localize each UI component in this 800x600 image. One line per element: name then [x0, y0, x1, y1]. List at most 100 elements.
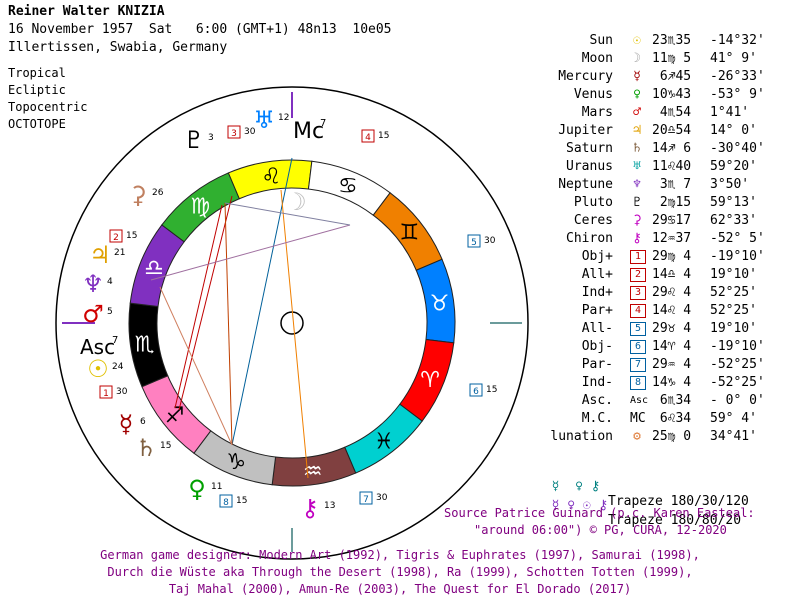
- position-row: Obj- 6 14♈ 4 -19°10': [540, 338, 795, 356]
- body-position: 29♉ 4: [652, 321, 692, 336]
- body-name: All+: [581, 267, 613, 282]
- node-box: [359, 491, 373, 505]
- body-position: 29♍ 4: [652, 249, 692, 264]
- planet-degree: 12: [278, 113, 289, 123]
- body-name: Jupiter: [558, 123, 613, 138]
- planet-glyph-icon: ♀: [188, 475, 206, 503]
- body-latitude: 52°25': [710, 285, 757, 300]
- body-latitude: -19°10': [710, 249, 765, 264]
- sign-sector: [161, 172, 240, 243]
- position-row: Ind- 8 14♑ 4 -52°25': [540, 374, 795, 392]
- planet-glyph-icon: ⚳: [129, 181, 147, 209]
- body-name: lunation: [550, 429, 613, 444]
- planet-glyph-icon: ♄: [135, 434, 157, 462]
- body-glyph-icon: ♆: [633, 177, 641, 192]
- planet-degree: 26: [152, 188, 164, 198]
- house-frame: Topocentric: [8, 100, 88, 114]
- body-glyph-icon: 3: [630, 286, 646, 300]
- body-position: 14♈ 4: [652, 339, 692, 354]
- sign-glyph-icon: ♋: [338, 174, 358, 199]
- source-line-1: Source Patrice Guinard (p.c. Karen Easte…: [444, 506, 755, 520]
- body-latitude: 59°13': [710, 195, 757, 210]
- body-latitude: -14°32': [710, 33, 765, 48]
- chart-name: Reiner Walter KNIZIA: [8, 4, 165, 19]
- body-position: 14♑ 4: [652, 375, 692, 390]
- body-position: 14♎ 4: [652, 267, 692, 282]
- body-latitude: -53° 9': [710, 87, 765, 102]
- planet-degree: 4: [107, 277, 113, 287]
- body-position: 2♍15: [652, 195, 692, 210]
- body-latitude: -26°33': [710, 69, 765, 84]
- body-name: Mercury: [558, 69, 613, 84]
- position-row: Sun☉23♏35-14°32': [540, 32, 795, 50]
- body-position: 11♌40: [652, 159, 692, 174]
- body-latitude: -30°40': [710, 141, 765, 156]
- planet-degree: 13: [324, 501, 335, 511]
- body-latitude: 62°33': [710, 213, 757, 228]
- body-glyph-icon: 8: [630, 376, 646, 390]
- mc-label: Mc: [293, 119, 324, 144]
- body-position: 4♏54: [652, 105, 692, 120]
- aspect-line: [150, 224, 351, 281]
- body-glyph-icon: 6: [630, 340, 646, 354]
- body-position: 6♏34: [652, 393, 692, 408]
- sign-glyph-icon: ♏: [135, 333, 155, 358]
- body-latitude: -52°25': [710, 357, 765, 372]
- node-box: [227, 125, 241, 139]
- body-glyph-icon: Asc: [630, 395, 649, 406]
- body-latitude: 19°10': [710, 267, 757, 282]
- aspect-line: [224, 202, 351, 226]
- body-latitude: -19°10': [710, 339, 765, 354]
- node-box-number: 7: [363, 495, 369, 505]
- body-latitude: -52°25': [710, 375, 765, 390]
- body-position: 29♋17: [652, 213, 692, 228]
- node-box: [467, 234, 481, 248]
- body-name: Par+: [581, 303, 613, 318]
- node-box: [109, 229, 123, 243]
- body-name: Mars: [581, 105, 613, 120]
- body-name: Ind+: [581, 285, 613, 300]
- body-glyph-icon: 5: [630, 322, 646, 336]
- position-row: Saturn♄14♐ 6-30°40': [540, 140, 795, 158]
- body-position: 29♒ 4: [652, 357, 692, 372]
- body-latitude: -52° 5': [710, 231, 765, 246]
- outer-ring: [55, 86, 529, 560]
- birth-date-line: 16 November 1957 Sat 6:00 (GMT+1) 48n13 …: [8, 22, 392, 37]
- body-glyph-icon: ⚷: [632, 231, 642, 246]
- body-glyph-icon: ☉: [633, 33, 641, 48]
- body-glyph-icon: ♄: [633, 141, 641, 156]
- body-name: Ceres: [573, 213, 613, 228]
- body-glyph-icon: ♂: [633, 105, 641, 120]
- body-name: Saturn: [566, 141, 613, 156]
- center-circle: [280, 311, 304, 335]
- body-name: M.C.: [581, 411, 613, 426]
- body-glyph-icon: ☿: [633, 69, 641, 84]
- node-box: [469, 383, 483, 397]
- node-box-degree: 15: [378, 131, 389, 141]
- sign-glyph-icon: ♓: [374, 429, 394, 454]
- planet-glyph-icon: ⚷: [301, 494, 319, 522]
- body-latitude: 59° 4': [710, 411, 757, 426]
- body-glyph-icon: ☽: [633, 51, 641, 66]
- body-name: Obj-: [581, 339, 613, 354]
- node-box-number: 4: [365, 133, 371, 143]
- body-name: Venus: [573, 87, 613, 102]
- aspect-line: [178, 195, 233, 411]
- body-name: Asc.: [581, 393, 613, 408]
- sign-glyph-icon: ♎: [144, 256, 164, 281]
- body-name: Uranus: [566, 159, 613, 174]
- bio-line-3: Taj Mahal (2000), Amun-Re (2003), The Qu…: [168, 582, 632, 596]
- body-glyph-icon: ♅: [633, 159, 641, 174]
- node-box: [219, 494, 233, 508]
- aspect-line: [174, 204, 223, 409]
- body-name: Ind-: [581, 375, 613, 390]
- aspect-line: [159, 286, 233, 446]
- node-box-degree: 15: [126, 231, 137, 241]
- node-box: [361, 129, 375, 143]
- node-box-degree: 30: [116, 387, 128, 397]
- node-box-number: 8: [223, 498, 229, 508]
- node-box-number: 2: [113, 233, 119, 243]
